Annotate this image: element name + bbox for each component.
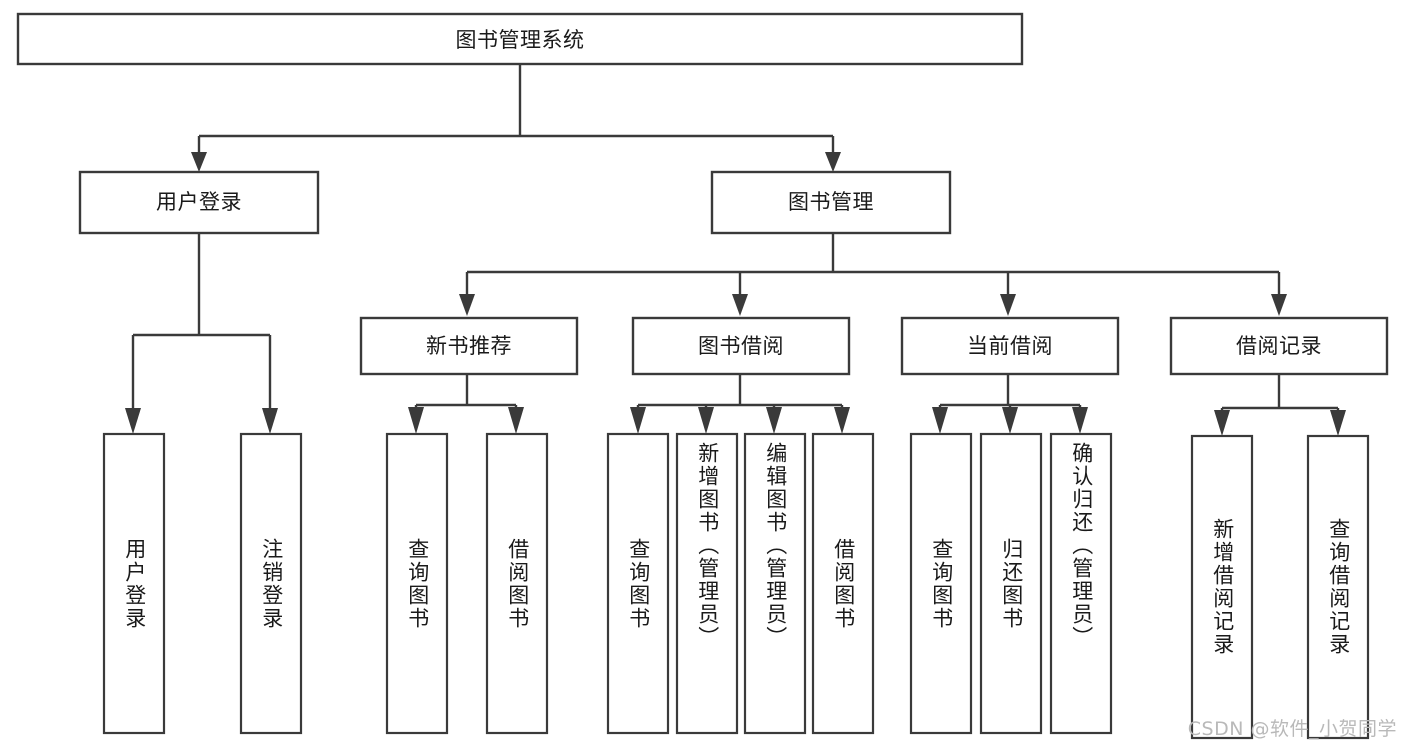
node-box-borrow-record[interactable] [1169,316,1389,376]
node-box-current-borrow[interactable] [900,316,1120,376]
arrow-head-current [1000,294,1016,316]
arrow-head-current-leaf2 [1002,407,1018,434]
node-box-leaf-current-confirm-admin[interactable] [1049,432,1113,735]
connector-group-current-leaves [932,374,1088,434]
node-label-book-borrow: 图书借阅 [698,334,784,358]
node-box-leaf-current-query[interactable] [909,432,973,735]
connector-group-login-leaves [125,233,278,434]
node-box-leaf-borrow-add-admin[interactable] [675,432,739,735]
node-box-leaf-user-login[interactable] [102,432,166,735]
node-box-book-management[interactable] [710,170,952,235]
arrow-head-newbook [459,294,475,316]
arrow-head-current-leaf1 [932,407,948,434]
node-label-current-borrow: 当前借阅 [967,334,1053,358]
node-box-leaf-logout[interactable] [239,432,303,735]
arrow-head-login-leaf1 [125,408,141,434]
node-box-book-borrow[interactable] [631,316,851,376]
connector-group-record-leaves [1214,374,1346,436]
connector-group-book [459,233,1287,316]
node-box-root[interactable] [16,12,1024,66]
arrow-head-record-leaf2 [1330,410,1346,436]
node-label-root: 图书管理系统 [456,28,585,52]
node-label-book-management: 图书管理 [788,190,874,214]
node-box-leaf-record-add[interactable] [1190,434,1254,740]
node-box-user-login[interactable] [78,170,320,235]
arrow-head-newbook-leaf1 [408,407,424,434]
arrow-head-borrow-leaf3 [766,407,782,434]
connector-group-borrow-leaves [630,374,850,434]
node-box-leaf-borrow-query[interactable] [606,432,670,735]
node-box-leaf-borrow-edit-admin[interactable] [743,432,807,735]
arrow-head-current-leaf3 [1072,407,1088,434]
connector-group-root [191,64,841,172]
node-label-user-login: 用户登录 [156,190,242,214]
arrow-head-login-leaf2 [262,408,278,434]
node-label-new-book-recommend: 新书推荐 [426,334,512,358]
arrow-head-borrow-leaf4 [834,407,850,434]
node-box-leaf-newbook-query[interactable] [385,432,449,735]
arrow-head-borrow [732,294,748,316]
node-box-leaf-newbook-borrow[interactable] [485,432,549,735]
arrow-head-login [191,152,207,172]
arrow-head-book [825,152,841,172]
arrow-head-record [1271,294,1287,316]
node-box-leaf-current-return[interactable] [979,432,1043,735]
node-box-leaf-record-query[interactable] [1306,434,1370,740]
node-box-new-book-recommend[interactable] [359,316,579,376]
node-label-borrow-record: 借阅记录 [1236,334,1322,358]
arrow-head-record-leaf1 [1214,410,1230,436]
watermark-text: CSDN @软件_小贺同学 [1187,718,1397,740]
connector-group-newbook-leaves [408,374,524,434]
node-box-leaf-borrow-borrow[interactable] [811,432,875,735]
arrow-head-borrow-leaf2 [698,407,714,434]
arrow-head-borrow-leaf1 [630,407,646,434]
arrow-head-newbook-leaf2 [508,407,524,434]
